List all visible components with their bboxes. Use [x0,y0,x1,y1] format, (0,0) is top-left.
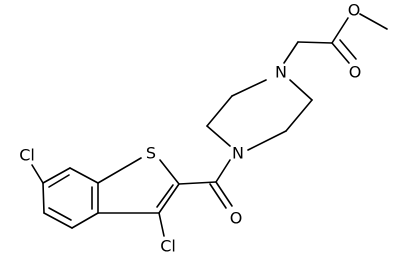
bond-c-left-upper-n4 [231,79,267,97]
bond-ester-c-o-carbonyl [331,42,350,64]
bond-carbonyl-o [215,181,233,207]
atom-cl-6: Cl [19,146,35,165]
bond-n4-c-right-upper [289,79,313,101]
bond-c2-carbonyl [178,181,217,185]
bond-ch2-ester-c [297,41,333,44]
bond-carbonyl-o-double [209,183,227,209]
bond-c2-c3-inner [156,184,174,208]
bond-c6-c5 [42,167,71,184]
bond-c7a-c6 [69,167,99,184]
bond-c7a-s [97,157,142,184]
bond-layer [31,13,388,237]
atom-n-piperazine-amine: N [275,63,287,82]
bond-c-left [206,95,233,127]
bond-carbonyl-n [215,159,231,183]
bond-c2-c3 [158,183,180,214]
bond-c5-c4 [42,182,45,214]
bond-ester-c-o-carbonyl-double [339,39,357,60]
bond-s-c2 [159,159,180,185]
bond-n4-ch2 [283,41,299,64]
atom-o-ester-ether: O [348,1,361,20]
atom-sulfur: S [146,144,156,163]
bond-c3-cl [158,212,165,237]
atom-o-ester-carbonyl: O [349,63,362,82]
atom-n-piperazine-amide: N [232,144,244,163]
bond-c-right-lower-n1 [247,130,287,151]
atom-cl-3: Cl [160,237,176,256]
bond-o-ch3 [359,13,388,30]
atom-label-layer: Cl Cl S N N O O O [19,1,361,256]
bond-c5-cl [31,164,44,184]
bond-ester-c-o-ether [331,17,349,44]
bond-n1-c-left-lower [206,125,231,147]
bond-c-right [285,99,313,132]
bond-c6-c5-inner [48,174,70,188]
bond-c4-c3 [43,212,73,229]
atom-o-amide: O [230,209,243,228]
bond-c4-c3-inner [48,207,72,221]
bond-c3-c3a [71,212,99,229]
